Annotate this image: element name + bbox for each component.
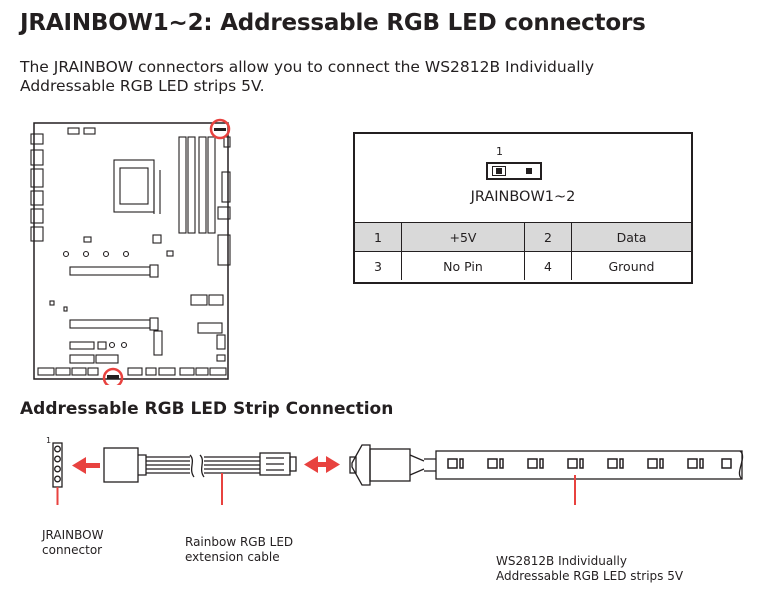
arrow-double-icon xyxy=(304,456,340,473)
strip-label-line-1: WS2812B Individually xyxy=(496,554,627,568)
pin-number: 3 xyxy=(355,251,402,280)
cable-label-line-2: extension cable xyxy=(185,550,280,564)
page-title: JRAINBOW1~2: Addressable RGB LED connect… xyxy=(20,10,646,36)
pin-signal: No Pin xyxy=(401,251,525,280)
jrainbow-label: JRAINBOW connector xyxy=(42,528,103,558)
jrainbow-label-line-2: connector xyxy=(42,543,103,557)
motherboard-diagram xyxy=(30,118,231,385)
pin-number: 2 xyxy=(524,222,572,252)
jrainbow-header-icon xyxy=(52,442,63,488)
pin-signal: +5V xyxy=(401,222,525,252)
table-row: 1 +5V 2 Data xyxy=(355,222,691,252)
header-pin-one: 1 xyxy=(46,436,52,445)
arrow-left-icon xyxy=(72,457,100,474)
pin-number: 4 xyxy=(524,251,572,280)
jrainbow-label-line-1: JRAINBOW xyxy=(42,528,104,542)
cable-label: Rainbow RGB LED extension cable xyxy=(185,535,293,565)
led-strip-icon xyxy=(349,444,744,486)
header-connector-icon xyxy=(486,162,542,180)
intro-line-1: The JRAINBOW connectors allow you to con… xyxy=(20,58,595,76)
pin-number: 1 xyxy=(355,222,402,252)
pin-definition-table: 1 JRAINBOW1~2 1 +5V 2 Data 3 No Pin 4 Gr… xyxy=(353,132,693,284)
section-title: Addressable RGB LED Strip Connection xyxy=(20,399,394,419)
table-row: 3 No Pin 4 Ground xyxy=(355,251,691,280)
header-illustration: 1 JRAINBOW1~2 xyxy=(355,134,691,222)
pin-signal: Data xyxy=(571,222,691,252)
connector-name: JRAINBOW1~2 xyxy=(470,189,576,205)
intro-line-2: Addressable RGB LED strips 5V. xyxy=(20,77,265,95)
pin-table: 1 +5V 2 Data 3 No Pin 4 Ground xyxy=(355,222,691,280)
strip-label: WS2812B Individually Addressable RGB LED… xyxy=(496,554,683,584)
pin-one-marker: 1 xyxy=(496,145,503,158)
pin-signal: Ground xyxy=(571,251,691,280)
connection-diagram xyxy=(52,442,744,505)
intro-text: The JRAINBOW connectors allow you to con… xyxy=(20,58,594,96)
strip-label-line-2: Addressable RGB LED strips 5V xyxy=(496,569,684,583)
cable-plug-icon xyxy=(103,447,297,483)
cable-label-line-1: Rainbow RGB LED xyxy=(185,535,294,549)
